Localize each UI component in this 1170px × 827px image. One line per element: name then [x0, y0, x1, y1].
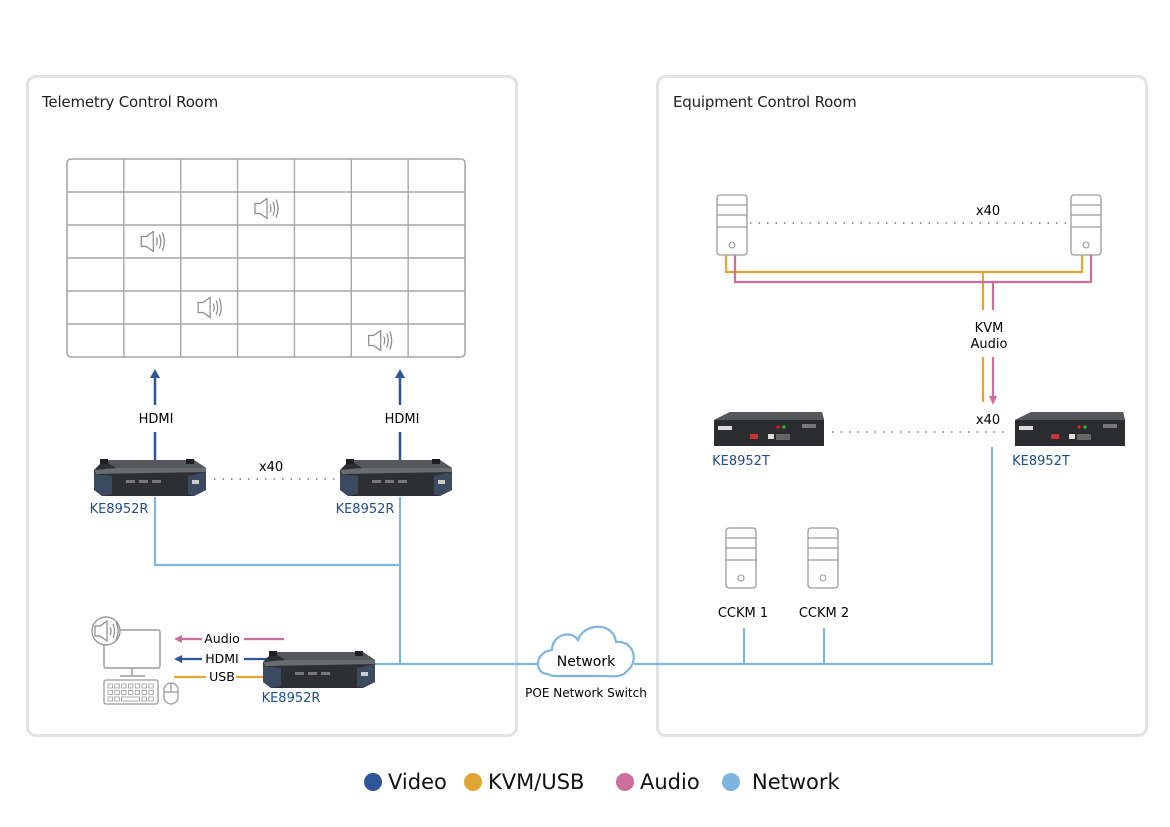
- legend-label-kvm-usb: KVM/USB: [488, 770, 585, 794]
- network-cloud-icon: [536, 625, 635, 678]
- receiver-model-console: KE8952R: [262, 691, 321, 706]
- legend-dot-audio: [616, 773, 634, 791]
- receiver-device-console: [263, 651, 375, 688]
- poe-switch-label: POE Network Switch: [525, 686, 647, 700]
- transmitter-model-right: KE8952T: [1012, 454, 1070, 469]
- server-multiplier: x40: [976, 204, 1000, 219]
- hdmi-link-left: [150, 369, 160, 462]
- legend-dot-video: [364, 773, 382, 791]
- hdmi-link-right: [395, 369, 405, 462]
- network-link-equipment: [634, 447, 994, 666]
- network-link-receivers: [153, 497, 540, 666]
- legend-item-kvm-usb: KVM/USB: [464, 770, 584, 794]
- keyboard-key: [114, 696, 120, 702]
- legend-item-video: Video: [364, 770, 447, 794]
- server-icon-right: [1070, 194, 1102, 256]
- audio-arrow-icon: [989, 396, 997, 405]
- keyboard-key: [114, 690, 120, 695]
- keyboard-key: [141, 696, 147, 702]
- transmitter-multiplier: x40: [976, 413, 1000, 428]
- keyboard-key: [148, 696, 154, 702]
- receiver-model-right: KE8952R: [336, 502, 395, 517]
- receiver-model-left: KE8952R: [90, 502, 149, 517]
- monitor-icon: [103, 629, 161, 677]
- keyboard-key: [148, 683, 154, 689]
- cckm2-label: CCKM 2: [799, 606, 849, 621]
- keyboard-key: [121, 683, 127, 689]
- equipment-control-room: [656, 75, 1148, 737]
- keyboard-key: [107, 683, 113, 689]
- legend-dot-kvm-usb: [464, 773, 482, 791]
- audio-bus: [733, 255, 1093, 398]
- legend-dot-network: [722, 773, 740, 791]
- network-cloud-label: Network: [557, 654, 616, 670]
- transmitter-device-right: [1015, 412, 1125, 446]
- mouse-icon: [163, 682, 179, 705]
- console-audio-label: Audio: [204, 631, 240, 646]
- transmitter-device-left: [714, 412, 824, 446]
- audio-signal-label: Audio: [971, 337, 1008, 352]
- kvm-bus: [724, 255, 1084, 402]
- cckm1-label: CCKM 1: [718, 606, 768, 621]
- hdmi-label-left: HDMI: [139, 412, 174, 427]
- keyboard-key: [141, 690, 147, 695]
- video-wall: [66, 158, 466, 358]
- legend-item-audio: Audio: [616, 770, 700, 794]
- keyboard-key: [127, 683, 134, 689]
- receiver-multiplier: x40: [259, 460, 283, 475]
- keyboard-icon: [103, 679, 159, 705]
- keyboard-key: [107, 690, 113, 695]
- transmitter-model-left: KE8952T: [712, 454, 770, 469]
- receiver-device-right: [340, 459, 452, 496]
- hdmi-label-right: HDMI: [385, 412, 420, 427]
- console-usb-label: USB: [209, 669, 235, 684]
- keyboard-key: [141, 683, 147, 689]
- audio-link-console: [174, 635, 284, 643]
- legend-label-video: Video: [388, 770, 447, 794]
- receiver-device-left: [94, 459, 206, 496]
- keyboard-key: [121, 690, 127, 695]
- legend: Video KVM/USB Audio Network: [0, 770, 1170, 802]
- cckm1-server-icon: [725, 527, 757, 589]
- legend-label-audio: Audio: [640, 770, 700, 794]
- monitor-speaker-icon: [91, 616, 121, 646]
- telemetry-room-title: Telemetry Control Room: [42, 93, 219, 111]
- keyboard-key: [114, 683, 120, 689]
- keyboard-key: [107, 696, 113, 702]
- legend-label-network: Network: [752, 770, 840, 794]
- cckm2-server-icon: [807, 527, 839, 589]
- keyboard-key: [127, 690, 134, 695]
- keyboard-key: [148, 690, 154, 695]
- legend-item-network: Network: [722, 770, 840, 794]
- equipment-room-title: Equipment Control Room: [673, 93, 857, 111]
- hdmi-link-console: [174, 655, 268, 663]
- server-icon-left: [716, 194, 748, 256]
- keyboard-spacebar: [121, 696, 140, 702]
- kvm-signal-label: KVM: [975, 321, 1004, 336]
- keyboard-key: [134, 690, 141, 695]
- console-hdmi-label: HDMI: [205, 651, 239, 666]
- keyboard-key: [134, 683, 141, 689]
